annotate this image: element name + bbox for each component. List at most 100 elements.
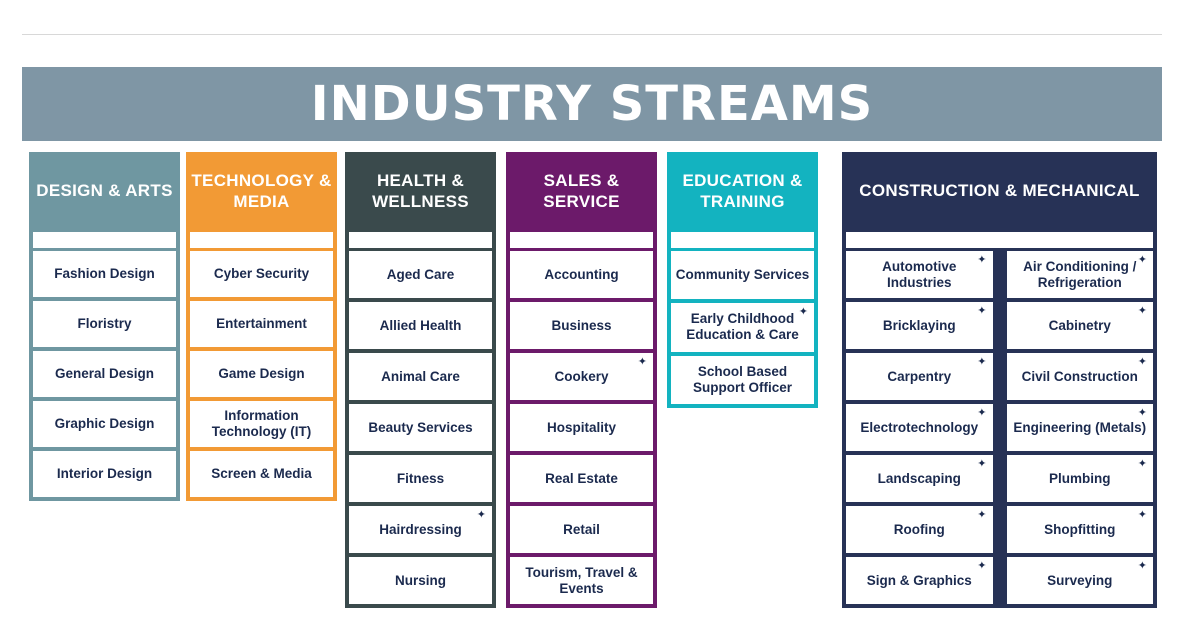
stream-item-label: Surveying xyxy=(1047,572,1113,588)
stream-heading: TECHNOLOGY & MEDIA xyxy=(191,170,332,211)
stream-item-label: Allied Health xyxy=(379,317,462,333)
stream-heading: SALES & SERVICE xyxy=(543,170,620,211)
star-icon: ✦ xyxy=(1137,407,1147,419)
stream-item: Shopfitting ✦ xyxy=(1006,506,1153,553)
stream-item: Entertainment xyxy=(190,301,333,347)
stream-item: Animal Care xyxy=(349,353,492,400)
stream-item: Beauty Services xyxy=(349,404,492,451)
star-icon: ✦ xyxy=(977,458,987,470)
stream-item: Retail xyxy=(510,506,653,553)
stream-item-label: Business xyxy=(551,317,612,333)
stream-item: Real Estate xyxy=(510,455,653,502)
stream-item: Automotive Industries ✦ xyxy=(846,251,993,298)
stream-item-label: Game Design xyxy=(218,366,305,381)
stream-heading: CONSTRUCTION & MECHANICAL xyxy=(859,181,1140,200)
stream-item: Engineering (Metals)✦ xyxy=(1006,404,1153,451)
stream-item-label: Screen & Media xyxy=(211,466,312,481)
stream-item: Air Conditioning / Refrigeration✦ xyxy=(1006,251,1153,298)
stream-item: Floristry xyxy=(33,301,176,347)
star-icon: ✦ xyxy=(977,305,987,317)
stream-item-label: Hairdressing xyxy=(379,521,462,537)
stream-item-label: Community Services xyxy=(675,267,810,283)
stream-heading: HEALTH & WELLNESS xyxy=(372,170,469,211)
star-icon: ✦ xyxy=(977,560,987,572)
stream-item: School Based Support Officer xyxy=(671,355,814,404)
stream-column-construction: CONSTRUCTION & MECHANICAL Automotive Indu… xyxy=(842,152,1157,608)
stream-item-label: Automotive Industries xyxy=(882,258,957,290)
stream-item: Bricklaying ✦ xyxy=(846,302,993,349)
stream-item-label: Bricklaying xyxy=(882,317,956,333)
stream-item: Tourism, Travel & Events xyxy=(510,557,653,604)
stream-item-label: Tourism, Travel & Events xyxy=(525,564,638,596)
stream-item-label: Real Estate xyxy=(545,470,618,486)
star-icon: ✦ xyxy=(476,509,486,521)
stream-item-label: Electrotechnology xyxy=(860,419,979,435)
stream-item: Early Childhood Education & Care✦ xyxy=(671,303,814,352)
stream-item: Cabinetry✦ xyxy=(1006,302,1153,349)
star-icon: ✦ xyxy=(977,356,987,368)
header-spacer xyxy=(846,232,1153,248)
stream-item: Roofing✦ xyxy=(846,506,993,553)
header-spacer xyxy=(349,232,492,248)
header-spacer xyxy=(33,232,176,248)
stream-item-label: Cookery xyxy=(554,368,609,384)
star-icon: ✦ xyxy=(1137,560,1147,572)
stream-item: Civil Construction✦ xyxy=(1006,353,1153,400)
stream-item: Hairdressing ✦ xyxy=(349,506,492,553)
stream-item: Cookery ✦ xyxy=(510,353,653,400)
stream-heading: EDUCATION & TRAINING xyxy=(682,170,803,211)
stream-item: Accounting xyxy=(510,251,653,298)
stream-item: Graphic Design xyxy=(33,401,176,447)
stream-item: General Design xyxy=(33,351,176,397)
stream-item-label: Air Conditioning / Refrigeration xyxy=(1023,258,1137,290)
star-icon: ✦ xyxy=(637,356,647,368)
star-icon: ✦ xyxy=(1137,254,1147,266)
stream-item: Game Design xyxy=(190,351,333,397)
stream-item-label: School Based Support Officer xyxy=(692,363,792,395)
star-icon: ✦ xyxy=(977,254,987,266)
stream-item-label: Sign & Graphics xyxy=(866,572,972,588)
stream-item: Interior Design xyxy=(33,451,176,497)
stream-item: Landscaping ✦ xyxy=(846,455,993,502)
stream-item-label: Graphic Design xyxy=(54,416,155,431)
stream-item: Cyber Security xyxy=(190,251,333,297)
stream-item: Electrotechnology✦ xyxy=(846,404,993,451)
stream-item-label: Aged Care xyxy=(386,266,455,282)
stream-item-label: Nursing xyxy=(394,572,446,588)
stream-item-label: Civil Construction xyxy=(1021,368,1138,384)
header-spacer xyxy=(671,232,814,248)
stream-item-label: Information Technology (IT) xyxy=(211,408,312,439)
stream-item-label: Fitness xyxy=(396,470,445,486)
stream-item-label: Shopfitting xyxy=(1044,521,1116,537)
star-icon: ✦ xyxy=(1137,305,1147,317)
star-icon: ✦ xyxy=(977,407,987,419)
stream-item: Community Services xyxy=(671,251,814,300)
stream-item: Hospitality xyxy=(510,404,653,451)
stream-item-label: Retail xyxy=(563,521,600,537)
star-icon: ✦ xyxy=(1137,509,1147,521)
stream-item-label: Floristry xyxy=(77,316,132,331)
stream-item-label: Early Childhood Education & Care xyxy=(686,311,799,343)
stream-item-label: Interior Design xyxy=(56,466,153,481)
stream-item: Allied Health xyxy=(349,302,492,349)
stream-item: Plumbing✦ xyxy=(1006,455,1153,502)
stream-item-label: Landscaping xyxy=(877,470,961,486)
star-icon: ✦ xyxy=(798,306,808,319)
stream-item: Sign & Graphics ✦ xyxy=(846,557,993,604)
stream-item-label: Engineering (Metals) xyxy=(1013,419,1147,435)
stream-item-label: Animal Care xyxy=(381,368,460,384)
stream-items: Automotive Industries✦Air Conditioning /… xyxy=(842,229,1157,608)
stream-item-label: Plumbing xyxy=(1049,470,1111,486)
stream-item-label: Carpentry xyxy=(887,368,952,384)
stream-item: Business xyxy=(510,302,653,349)
stream-heading: DESIGN & ARTS xyxy=(36,181,173,200)
stream-item-label: Hospitality xyxy=(546,419,616,435)
stream-item: Surveying ✦ xyxy=(1006,557,1153,604)
